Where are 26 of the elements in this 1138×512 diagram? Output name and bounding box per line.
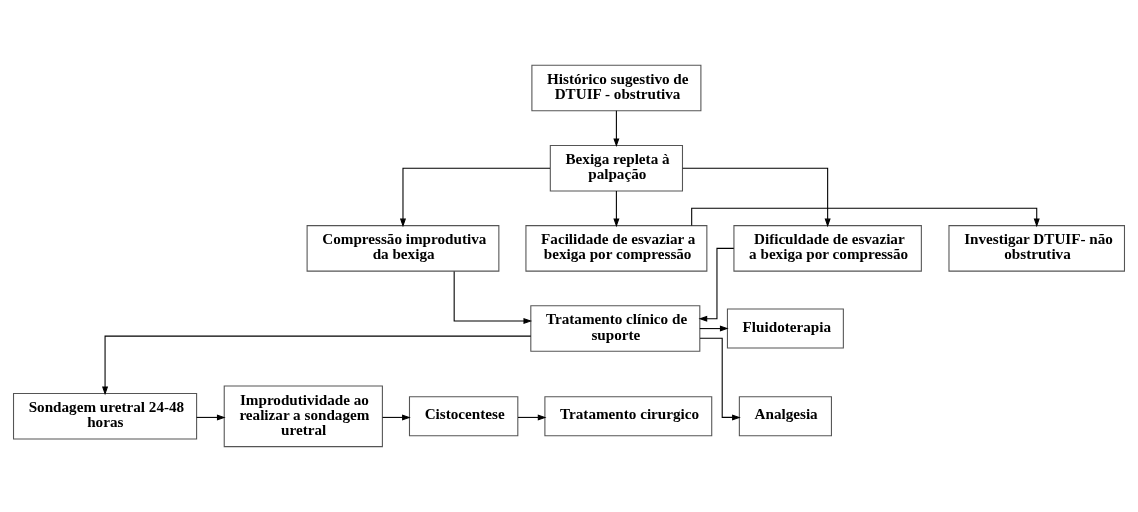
arrow	[691, 207, 1040, 228]
node-box: Facilidade de esvaziar a bexiga por compressão	[525, 225, 708, 272]
node-box: Tratamento clínico de suporte	[530, 305, 701, 352]
node-box: Compressão improdutiva da bexiga	[306, 225, 500, 272]
arrow	[613, 110, 620, 148]
node-box: Histórico sugestivo de DTUIF - obstrutiva	[531, 64, 702, 112]
arrow	[699, 325, 729, 332]
node-box: Fluidoterapia	[726, 308, 844, 349]
arrow	[698, 247, 735, 322]
node-box: Analgesia	[738, 396, 832, 437]
node-box: Cistocentese	[408, 396, 519, 437]
arrow	[102, 335, 532, 396]
node-box: Dificuldade de esvaziar a bexiga por compressão	[733, 225, 922, 272]
arrow	[382, 414, 411, 421]
arrow	[613, 190, 620, 228]
arrow	[517, 414, 547, 421]
node-box: Improdutividade ao realizar a sondagem uretral	[223, 385, 383, 448]
node-box: Bexiga repleta à palpação	[549, 144, 683, 192]
arrow	[699, 337, 741, 421]
arrow	[682, 167, 831, 228]
arrow	[399, 167, 551, 228]
node-box: Tratamento cirurgico	[544, 396, 713, 437]
node-box: Sondagem uretral 24-48 horas	[13, 393, 198, 440]
arrow	[453, 270, 533, 325]
arrow	[196, 414, 226, 421]
node-box: Investigar DTUIF- não obstrutiva	[948, 225, 1125, 272]
